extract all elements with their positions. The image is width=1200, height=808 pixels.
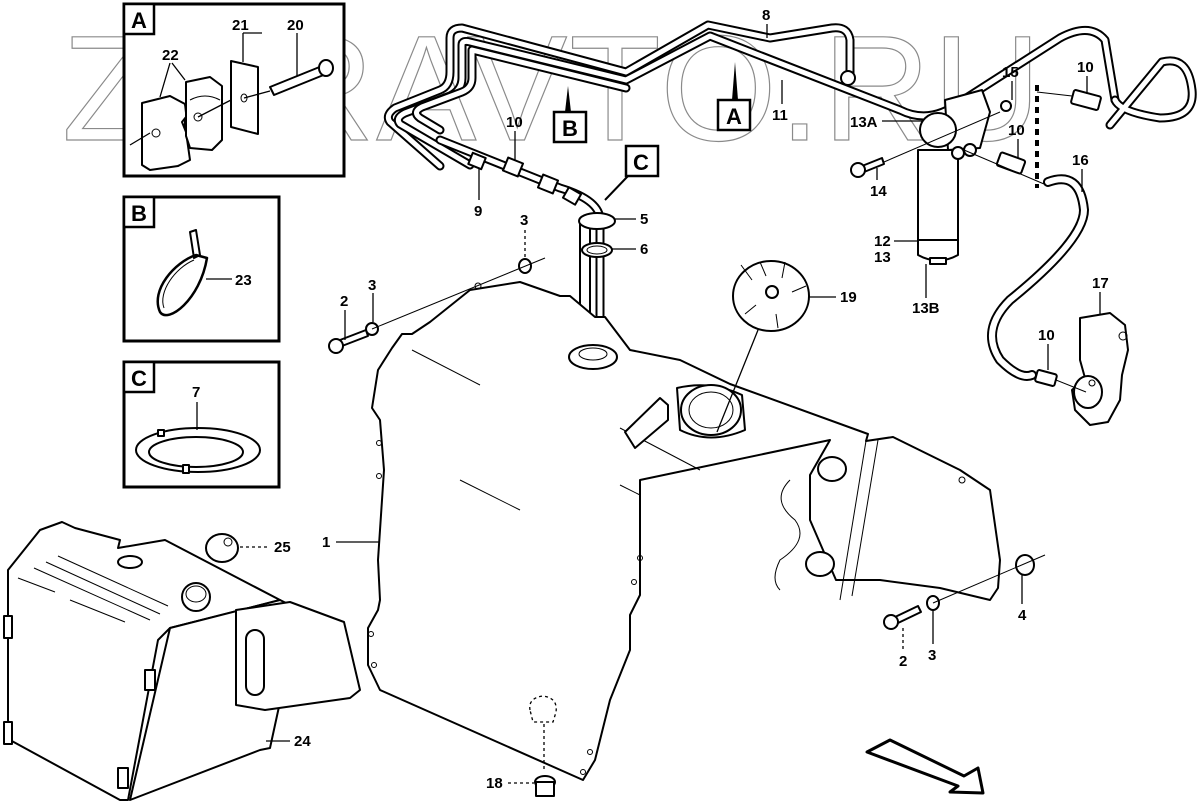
callout-10-pump[interactable]: 10 bbox=[1038, 327, 1055, 344]
callout-13a[interactable]: 13A bbox=[850, 114, 878, 131]
alternate-tank bbox=[3, 521, 361, 801]
washer-filter-icon bbox=[1000, 100, 1012, 112]
callout-11[interactable]: 11 bbox=[772, 107, 788, 124]
detail-view-c: C 7 bbox=[122, 360, 281, 489]
callout-2-left[interactable]: 2 bbox=[340, 293, 348, 310]
callout-5[interactable]: 5 bbox=[640, 211, 648, 228]
callout-22[interactable]: 22 bbox=[162, 47, 179, 64]
callout-7[interactable]: 7 bbox=[192, 384, 200, 401]
callout-1[interactable]: 1 bbox=[322, 534, 330, 551]
hose-16 bbox=[989, 176, 1087, 379]
filter-head-icon bbox=[919, 112, 957, 148]
callout-13b[interactable]: 13B bbox=[912, 300, 940, 317]
drain-plug-icon bbox=[529, 695, 557, 797]
callout-3-left[interactable]: 3 bbox=[368, 277, 376, 294]
callout-3-upper[interactable]: 3 bbox=[520, 212, 528, 229]
fuel-line-fittings bbox=[435, 135, 616, 357]
callout-4[interactable]: 4 bbox=[1018, 607, 1027, 624]
callout-13[interactable]: 13 bbox=[874, 249, 891, 266]
callouts: 1 2 3 3 2 3 4 5 6 8 9 10 11 bbox=[240, 7, 1109, 792]
callout-18[interactable]: 18 bbox=[486, 775, 503, 792]
callout-15[interactable]: 15 bbox=[1002, 64, 1019, 81]
detail-tag-b-label: B bbox=[131, 201, 147, 226]
fuel-filter bbox=[917, 89, 991, 265]
callout-10-upper[interactable]: 10 bbox=[1077, 59, 1094, 76]
detail-view-b: B 23 bbox=[122, 195, 281, 343]
callout-20[interactable]: 20 bbox=[287, 17, 304, 34]
callout-24[interactable]: 24 bbox=[294, 733, 311, 750]
callout-25[interactable]: 25 bbox=[274, 539, 291, 556]
callout-23[interactable]: 23 bbox=[235, 272, 252, 289]
fuel-tank bbox=[367, 281, 1001, 781]
fuel-pipes bbox=[383, 20, 1197, 171]
detail-tag-b bbox=[122, 195, 156, 229]
callout-17[interactable]: 17 bbox=[1092, 275, 1109, 292]
bolt-icon bbox=[269, 59, 334, 96]
view-marker-b: B bbox=[552, 86, 588, 144]
callout-21[interactable]: 21 bbox=[232, 17, 249, 34]
bolt-filter-icon bbox=[850, 157, 885, 178]
nipple-lower-icon bbox=[995, 151, 1027, 175]
fuel-pump-icon bbox=[1071, 312, 1129, 426]
callout-2-right[interactable]: 2 bbox=[899, 653, 907, 670]
svg-text:B: B bbox=[562, 116, 578, 141]
detail-tag-a bbox=[122, 2, 156, 36]
nipple-pump-icon bbox=[1034, 369, 1058, 387]
nipple-10-icon bbox=[501, 156, 525, 178]
detail-tag-a-label: A bbox=[131, 8, 147, 33]
spacer-icon bbox=[1015, 554, 1035, 576]
detail-tag-c-label: C bbox=[131, 366, 147, 391]
grommet-icon bbox=[578, 212, 616, 230]
callout-19[interactable]: 19 bbox=[840, 289, 857, 306]
callout-16[interactable]: 16 bbox=[1072, 152, 1089, 169]
bolt-right-icon bbox=[883, 605, 922, 630]
callout-3-right[interactable]: 3 bbox=[928, 647, 936, 664]
clamp-block-icon bbox=[141, 76, 223, 171]
callout-6[interactable]: 6 bbox=[640, 241, 648, 258]
tank-grommet-port bbox=[568, 344, 618, 370]
retaining-ring-icon bbox=[135, 427, 261, 474]
nipple-upper-icon bbox=[1070, 89, 1102, 111]
view-marker-c: C bbox=[604, 144, 660, 201]
callout-10-filter[interactable]: 10 bbox=[1008, 122, 1025, 139]
filler-cap-alt-icon bbox=[205, 533, 239, 563]
sealing-ring-icon bbox=[581, 242, 613, 258]
detail-tag-c bbox=[122, 360, 156, 394]
direction-arrow-icon bbox=[865, 738, 985, 795]
bolt-left-icon bbox=[328, 329, 369, 354]
callout-12[interactable]: 12 bbox=[874, 233, 891, 250]
view-marker-a: A bbox=[716, 62, 752, 132]
svg-text:C: C bbox=[633, 150, 649, 175]
callout-10-pipe[interactable]: 10 bbox=[506, 114, 523, 131]
callout-8[interactable]: 8 bbox=[762, 7, 770, 24]
callout-9[interactable]: 9 bbox=[474, 203, 482, 220]
callout-14[interactable]: 14 bbox=[870, 183, 887, 200]
connector-9-icon bbox=[467, 151, 487, 171]
filler-cap-icon bbox=[732, 260, 810, 332]
cable-tie-icon bbox=[156, 229, 209, 317]
svg-text:A: A bbox=[726, 104, 742, 129]
detail-view-a: A 22 21 20 bbox=[122, 2, 346, 178]
